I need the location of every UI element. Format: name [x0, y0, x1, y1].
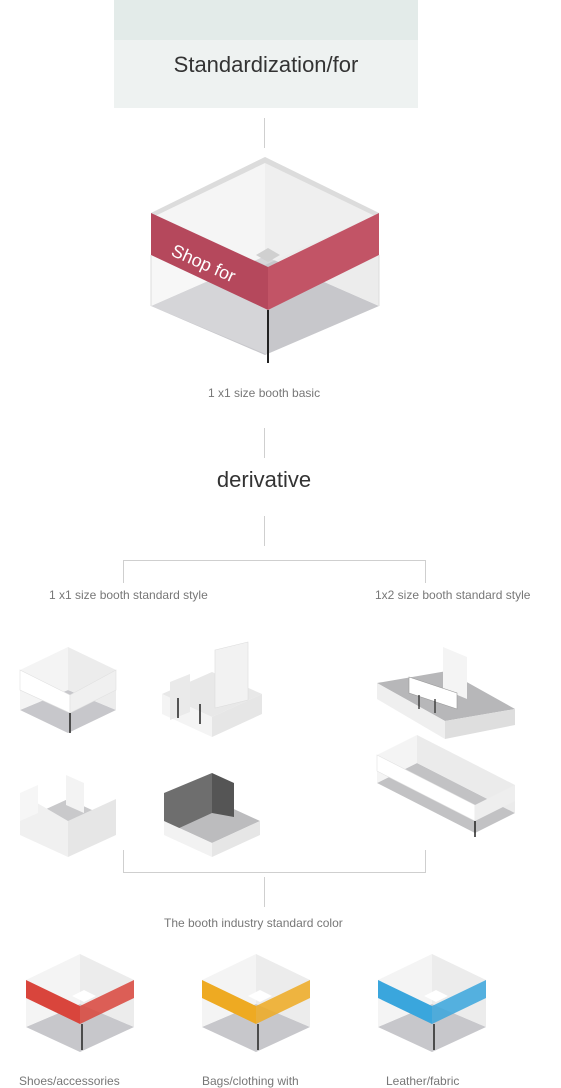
industry-label-shoes: Shoes/accessories — [19, 1074, 120, 1088]
booth-variant-partition — [162, 641, 262, 737]
branch-bracket-bottom — [123, 850, 426, 873]
booth-variant-wide-box — [376, 735, 515, 837]
color-band — [26, 980, 80, 1024]
connector-line — [264, 428, 265, 458]
industry-caption: The booth industry standard color — [164, 916, 343, 930]
color-band — [378, 980, 432, 1024]
derivative-title: derivative — [216, 467, 312, 492]
header-strip — [114, 0, 418, 40]
booth-color-bags — [202, 954, 310, 1052]
color-band — [202, 980, 256, 1024]
right-style-caption: 1x2 size booth standard style — [375, 588, 531, 602]
booth-variant-l-shape — [20, 775, 116, 857]
branch-bracket-top — [123, 560, 426, 583]
connector-line — [264, 877, 265, 907]
page-title: Standardization/for — [173, 52, 359, 77]
booth-variant-dark-corner — [164, 773, 260, 857]
booth-variant-wide-display — [377, 647, 515, 739]
left-style-caption: 1 x1 size booth standard style — [49, 588, 208, 602]
main-booth-illustration: Shop for — [150, 157, 380, 363]
booth-color-shoes — [26, 954, 134, 1052]
booth-variant-open-box — [19, 647, 117, 733]
industry-label-leather: Leather/fabric — [386, 1074, 460, 1088]
connector-line — [264, 516, 265, 546]
main-booth-caption: 1 x1 size booth basic — [208, 386, 321, 400]
connector-line — [264, 118, 265, 148]
header-box: Standardization/for — [114, 0, 418, 108]
booth-color-leather — [378, 954, 486, 1052]
industry-label-bags: Bags/clothing with — [202, 1074, 299, 1088]
